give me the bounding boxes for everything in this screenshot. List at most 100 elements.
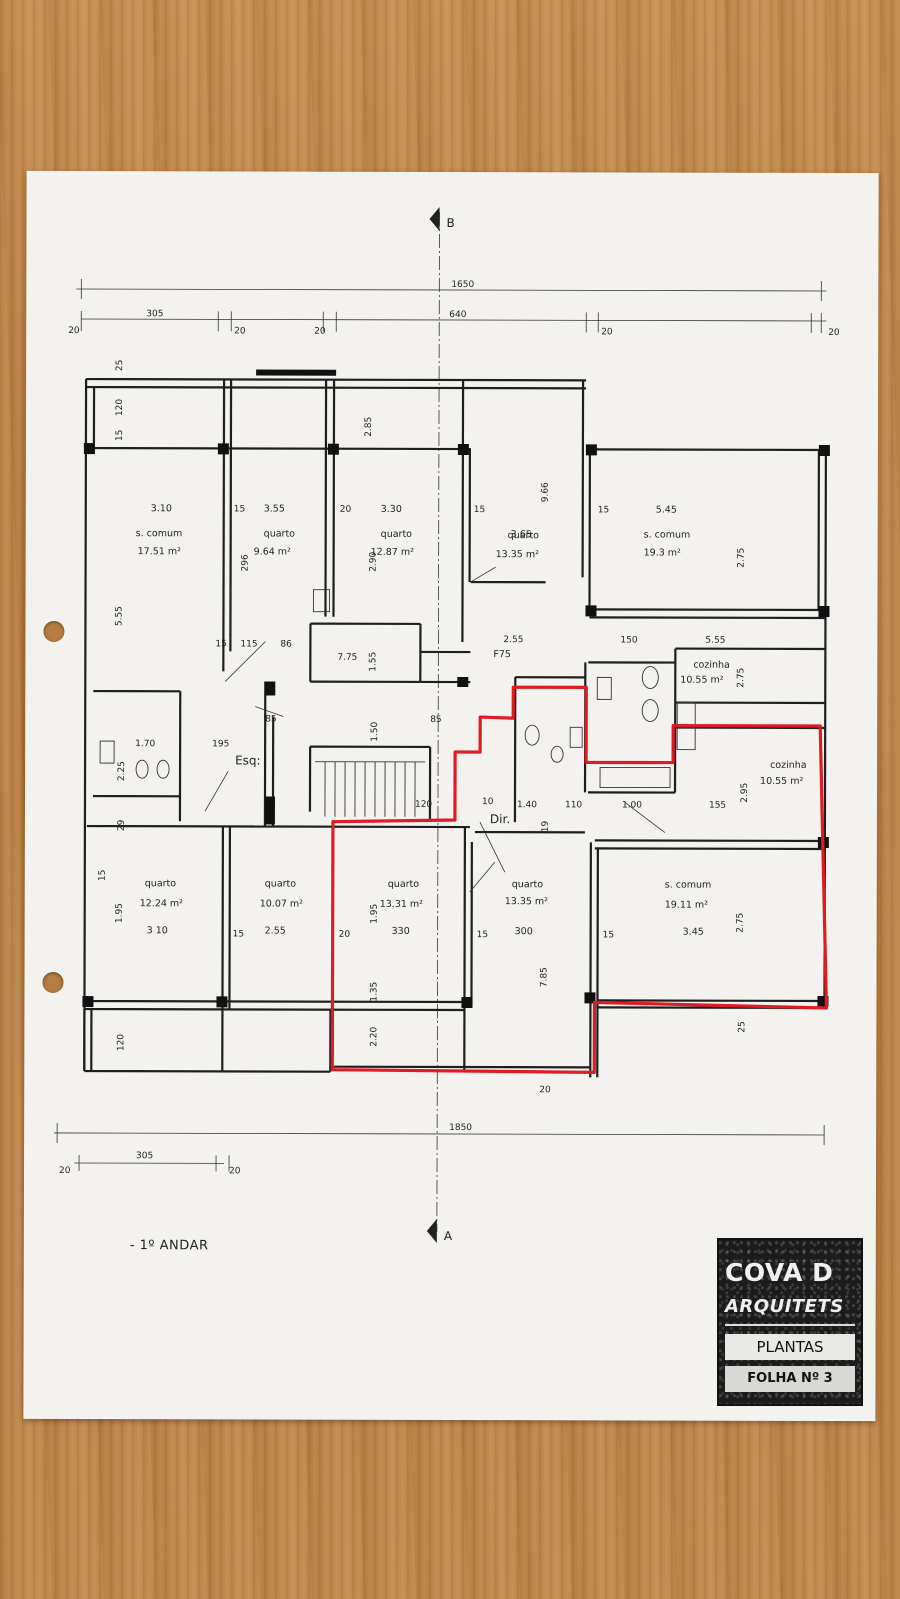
room-4-width: 3.65 [511, 529, 532, 540]
room-1-name: s. comum [136, 528, 183, 539]
dim-150b: 1.50 [370, 721, 380, 741]
stamp-line-2: ARQUITETS [725, 1296, 844, 1317]
dim-86: 86 [280, 640, 292, 650]
label-f75: F75 [493, 649, 511, 660]
dim-85-b: 85 [430, 715, 441, 725]
room-10-width: 330 [392, 926, 410, 937]
dim-15-f: 15 [233, 929, 244, 939]
dim-275-b: 2.75 [736, 668, 746, 688]
dim-555: 5.55 [114, 606, 124, 626]
label-dir: Dir. [490, 812, 510, 826]
dim-bottom-left: 305 [136, 1151, 153, 1161]
room-8-width: 3 10 [147, 925, 168, 936]
room-1-area: 17.51 m² [138, 546, 181, 557]
room-10-name: quarto [388, 879, 420, 890]
dim-155: 1.55 [368, 652, 378, 672]
room-7-area: 10.55 m² [760, 776, 803, 787]
dim-20-a: 20 [68, 326, 80, 336]
dim-120-c: 120 [116, 1034, 126, 1051]
dim-19: 19 [541, 821, 551, 833]
architect-stamp: COVA D ARQUITETS PLANTAS FOLHA Nº 3 [717, 1238, 863, 1406]
dim-275-a: 2.75 [737, 548, 747, 568]
stamp-line-4: FOLHA Nº 3 [725, 1366, 855, 1392]
room-12-width: 3.45 [683, 927, 704, 938]
room-10-area: 13.31 m² [380, 899, 423, 910]
floor-label: - 1º ANDAR [130, 1238, 209, 1253]
room-9-width: 2.55 [265, 926, 286, 937]
dim-15-a: 15 [115, 430, 125, 441]
room-5-width: 5.45 [656, 505, 677, 516]
room-3-name: quarto [381, 529, 413, 540]
room-2-width: 3.55 [264, 504, 285, 515]
label-esq: Esq: [235, 753, 261, 767]
room-3-area: 12.87 m² [371, 547, 414, 558]
dim-15-i: 15 [215, 639, 226, 649]
dim-15-h: 15 [603, 930, 614, 940]
dim-255: 2.55 [503, 635, 523, 645]
room-5-name: s. comum [644, 530, 691, 541]
dim-20-j: 20 [339, 930, 351, 940]
room-7-name: cozinha [770, 760, 807, 771]
dim-20-h: 20 [539, 1085, 551, 1095]
section-marker-b: B [446, 216, 454, 230]
room-1-width: 3.10 [151, 503, 172, 514]
section-marker-a: A [444, 1229, 453, 1243]
dim-115: 115 [240, 639, 257, 649]
dim-140: 1.40 [517, 800, 537, 810]
dim-20-c: 20 [314, 327, 326, 337]
dim-top-mid: 640 [449, 310, 466, 320]
dim-195c: 1.95 [115, 903, 125, 923]
dim-295: 2.95 [740, 783, 750, 803]
room-12-name: s. comum [665, 880, 712, 891]
dim-155b: 155 [709, 801, 726, 811]
dim-170: 1.70 [135, 739, 155, 749]
dim-15-g: 15 [477, 930, 488, 940]
dim-20-i: 20 [340, 505, 352, 515]
room-5-area: 19.3 m² [644, 548, 681, 559]
room-label-group: 3.10 s. comum 17.51 m² 3.55 quarto 9.64 … [136, 503, 807, 938]
dim-15-b: 15 [98, 870, 108, 881]
dim-785: 7.85 [539, 967, 549, 987]
plan-sheet: B A 1650 305 640 20 20 20 20 20 1850 305… [23, 170, 879, 1422]
highlight-outline [330, 685, 829, 1074]
dim-296: 296 [241, 554, 251, 571]
dim-220: 2.20 [369, 1026, 379, 1046]
room-4-name: quarto [508, 530, 540, 541]
dim-25-a: 25 [115, 360, 125, 371]
dim-20-f: 20 [59, 1166, 71, 1176]
dim-20-d: 20 [601, 327, 613, 337]
stamp-divider [725, 1324, 855, 1326]
stamp-line-3: PLANTAS [725, 1334, 855, 1360]
dim-195b: 1.95 [370, 904, 380, 924]
dim-10: 10 [482, 797, 494, 807]
room-8-area: 12.24 m² [140, 898, 183, 909]
dimension-group: 120 15 25 2.85 5.55 296 2.90 9.66 2.75 2… [98, 360, 750, 1096]
dim-275-c: 2.75 [736, 913, 746, 933]
room-12-area: 19.11 m² [665, 900, 708, 911]
dim-120-b: 120 [415, 800, 432, 810]
dim-25-b: 25 [737, 1021, 747, 1032]
room-6-name: cozinha [693, 660, 730, 671]
room-6-area: 10.55 m² [680, 675, 723, 686]
dim-top-left: 305 [146, 309, 163, 319]
room-8-name: quarto [145, 878, 177, 889]
dim-285: 2.85 [364, 417, 374, 437]
dim-bottom-total: 1850 [449, 1123, 472, 1133]
room-2-name: quarto [264, 529, 296, 540]
dim-15-d: 15 [474, 505, 485, 515]
dim-120: 120 [115, 399, 125, 416]
dim-135: 1.35 [369, 982, 379, 1002]
dim-150: 150 [620, 635, 637, 645]
dim-15-c: 15 [234, 504, 245, 514]
room-11-name: quarto [512, 879, 544, 890]
room-2-area: 9.64 m² [254, 546, 291, 557]
dim-20-b: 20 [234, 326, 246, 336]
dim-top-total: 1650 [451, 280, 474, 290]
dim-85-a: 85 [265, 715, 276, 725]
dim-100: 1.00 [622, 800, 642, 810]
stamp-line-1: COVA D [725, 1258, 834, 1287]
room-11-width: 300 [515, 926, 533, 937]
dim-20-e: 20 [828, 328, 840, 338]
dim-110: 110 [565, 800, 582, 810]
dim-20-g: 20 [229, 1166, 241, 1176]
